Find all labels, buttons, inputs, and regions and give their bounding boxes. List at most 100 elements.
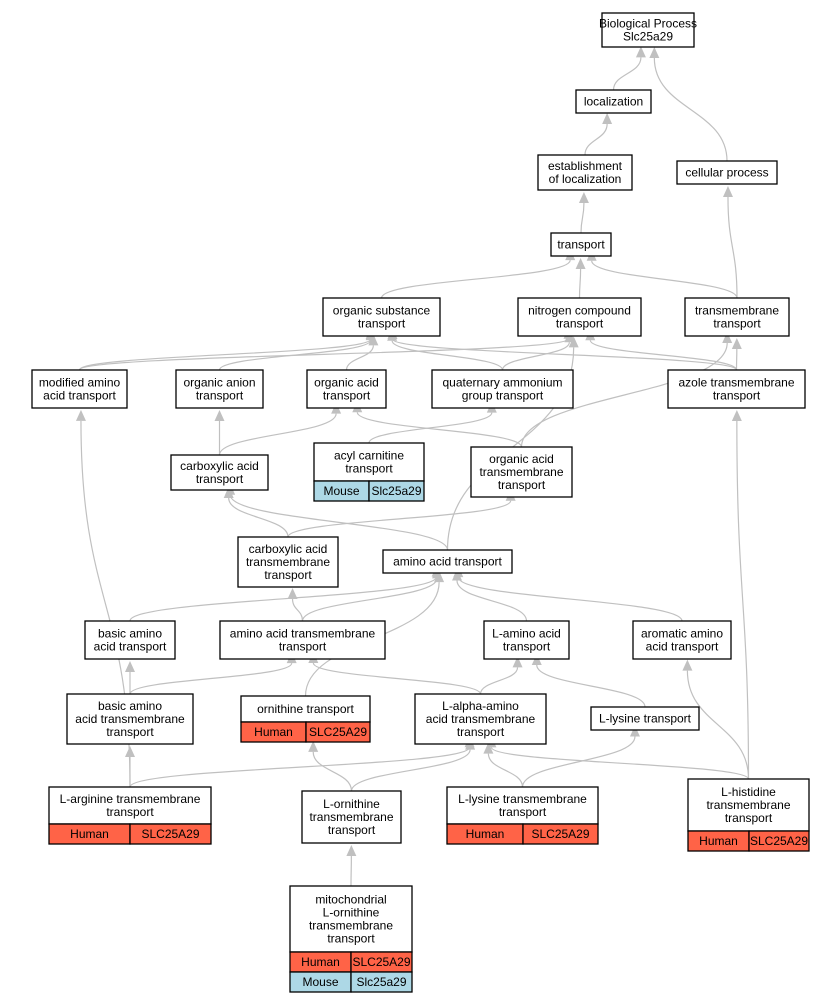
edge-aat-to-nct bbox=[446, 336, 579, 551]
go-term-label: organic substance bbox=[333, 304, 431, 318]
go-term-label: transport bbox=[457, 725, 505, 739]
go-term-cell[interactable]: cellular process bbox=[676, 160, 778, 185]
edge-line bbox=[536, 664, 646, 708]
edge-arrowhead bbox=[434, 571, 445, 583]
go-term-label: transmembrane bbox=[706, 798, 790, 812]
go-term-aat[interactable]: amino acid transport bbox=[382, 549, 513, 574]
gene-label: SLC25A29 bbox=[309, 725, 367, 739]
go-term-label: transport bbox=[725, 811, 773, 825]
go-term-loc[interactable]: localization bbox=[575, 89, 652, 114]
go-term-mito[interactable]: mitochondrialL-ornithinetransmembranetra… bbox=[289, 885, 413, 993]
go-term-box bbox=[601, 12, 695, 48]
edge-arrowhead bbox=[308, 740, 319, 752]
edge-line bbox=[129, 662, 293, 695]
edge-laaatt-to-laat bbox=[479, 656, 523, 695]
gene-cell bbox=[350, 971, 413, 993]
go-term-label: acid transport bbox=[646, 640, 719, 654]
edge-arrowhead bbox=[75, 409, 86, 421]
go-term-label: localization bbox=[584, 95, 643, 109]
go-term-box bbox=[175, 369, 264, 409]
organism-label: Mouse bbox=[323, 484, 359, 498]
go-term-label: transport bbox=[328, 823, 376, 837]
edge-line bbox=[78, 338, 570, 371]
go-term-label: quaternary ammonium bbox=[442, 376, 562, 390]
gene-label: Slc25a29 bbox=[356, 975, 406, 989]
edge-arrowhead bbox=[629, 725, 640, 737]
go-term-box bbox=[667, 369, 806, 409]
edge-arrowhead bbox=[722, 331, 733, 343]
gene-cell bbox=[368, 480, 425, 502]
edge-line bbox=[287, 500, 512, 538]
edge-line bbox=[456, 580, 528, 622]
go-term-box bbox=[301, 790, 402, 844]
go-term-label: of localization bbox=[549, 172, 622, 186]
go-term-label: basic amino bbox=[98, 699, 162, 713]
go-term-label: amino acid transport bbox=[393, 555, 502, 569]
gene-cell bbox=[129, 823, 212, 845]
go-term-label: L-histidine bbox=[721, 785, 776, 799]
go-term-label: amino acid transmembrane bbox=[230, 627, 376, 641]
go-term-trans[interactable]: transport bbox=[550, 232, 612, 257]
edge-arrowhead bbox=[368, 334, 379, 346]
edge-line bbox=[356, 411, 523, 448]
go-term-label: group transport bbox=[462, 389, 544, 403]
go-term-label: nitrogen compound bbox=[528, 304, 631, 318]
edge-line bbox=[520, 342, 728, 448]
edge-line bbox=[228, 497, 289, 538]
edge-line bbox=[479, 667, 519, 695]
go-term-label: ornithine transport bbox=[257, 702, 354, 716]
edge-line bbox=[612, 57, 642, 91]
go-term-label: transport bbox=[323, 389, 371, 403]
edge-aroat-to-aat bbox=[453, 566, 683, 622]
edge-tmt-to-trans bbox=[586, 249, 738, 299]
organism-label: Human bbox=[301, 955, 340, 969]
go-term-label: transport bbox=[556, 317, 604, 331]
edge-line bbox=[129, 576, 438, 622]
go-term-label: modified amino bbox=[39, 376, 121, 390]
go-term-box bbox=[575, 89, 652, 114]
edge-line bbox=[487, 753, 524, 788]
edge-aatt-to-catt bbox=[287, 588, 304, 622]
go-term-label: Slc25a29 bbox=[623, 30, 673, 44]
go-term-label: L-arginine transmembrane bbox=[60, 792, 201, 806]
go-term-label: transport bbox=[106, 805, 154, 819]
edge-line bbox=[218, 339, 372, 371]
organism-label: Human bbox=[699, 834, 738, 848]
go-term-label: cellular process bbox=[685, 166, 768, 180]
go-term-box bbox=[470, 446, 573, 498]
edge-arrowhead bbox=[578, 191, 589, 203]
go-term-label: acyl carnitine bbox=[334, 449, 404, 463]
edge-line bbox=[229, 494, 449, 551]
go-term-label: organic acid bbox=[489, 452, 554, 466]
edge-arrowhead bbox=[483, 742, 494, 754]
organism-label: Human bbox=[466, 827, 505, 841]
edge-line bbox=[368, 412, 493, 444]
go-term-lyst[interactable]: L-lysine transport bbox=[590, 706, 700, 731]
